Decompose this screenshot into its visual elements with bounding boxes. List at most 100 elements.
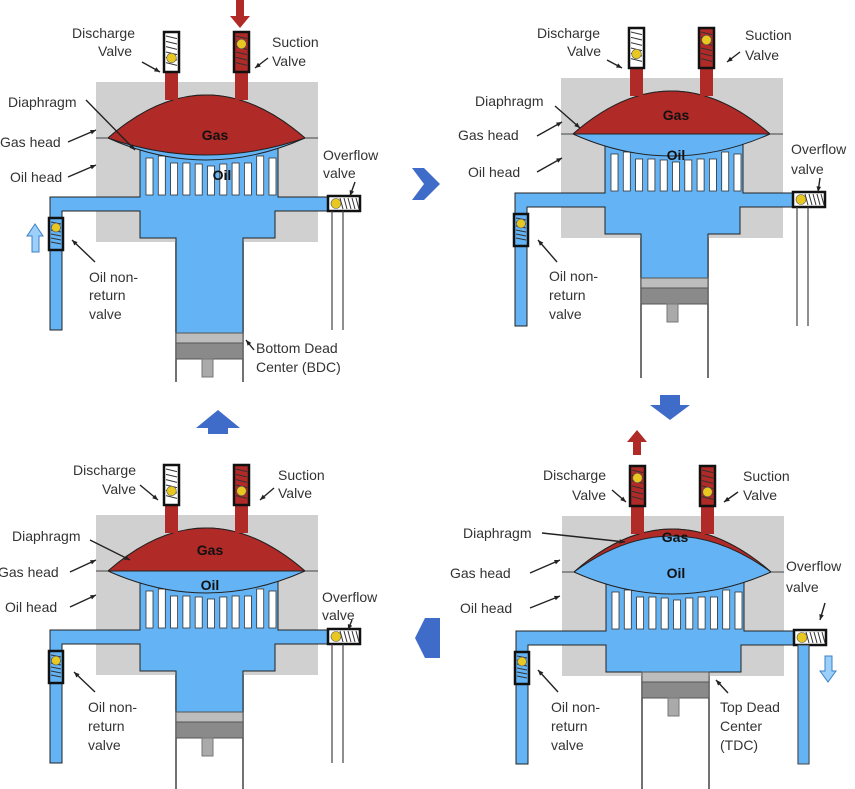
gas-label: Gas <box>202 127 229 143</box>
valve-ball-icon <box>517 656 527 667</box>
oil-non-return-valve-label: valve <box>89 306 122 322</box>
leader-arrowhead <box>260 494 266 500</box>
leader-arrowhead <box>819 614 824 620</box>
oil-plate-slot <box>145 590 154 629</box>
leader-arrowhead <box>574 122 580 128</box>
gas-label: Gas <box>197 542 224 558</box>
leader-arrowhead <box>154 67 160 72</box>
oil-plate-slot <box>647 158 656 192</box>
piston <box>641 681 710 699</box>
discharge-valve-label: Valve <box>98 43 132 59</box>
oil-plate-slot <box>194 596 203 629</box>
piston-ring <box>175 711 244 723</box>
oil-plate-slot <box>660 597 669 630</box>
suction-valve-label: Suction <box>745 27 792 43</box>
overflow-valve <box>791 190 827 209</box>
cycle-arrow-left <box>415 618 440 658</box>
valve-ball-icon <box>702 486 713 498</box>
piston-rod <box>667 697 680 717</box>
piston <box>175 721 244 739</box>
gas-head-label: Gas head <box>450 565 511 581</box>
overflow-valve-label: valve <box>322 607 355 623</box>
oil-plate-slot <box>659 159 668 192</box>
leader-arrowhead <box>90 560 96 565</box>
valve-ball-icon <box>236 38 247 50</box>
oil-head-label: Oil head <box>460 600 512 616</box>
gas-outlet-arrow <box>627 430 647 455</box>
diaphragm-label: Diaphragm <box>8 94 76 110</box>
cycle-arrow-down <box>650 395 690 420</box>
oil-plate-slot <box>170 162 179 196</box>
piston-ring <box>175 332 244 344</box>
oil-plate-slot <box>170 595 179 629</box>
overflow-valve-label: Overflow <box>322 589 378 605</box>
piston-ring <box>641 671 710 683</box>
oil-non-return-valve-label: return <box>88 718 125 734</box>
suction-pipe <box>700 66 713 96</box>
piston-rod <box>201 737 214 757</box>
oil-head-label: Oil head <box>5 599 57 615</box>
leader-arrowhead <box>556 158 562 163</box>
oil-plate-slot <box>256 155 265 196</box>
dead-center-label: Center <box>720 718 762 734</box>
suction-valve-label: Suction <box>743 468 790 484</box>
oil-plate-slot <box>710 596 718 630</box>
leader-arrowhead <box>90 130 96 135</box>
leader-arrowhead <box>538 240 544 246</box>
oil-plate-slot <box>696 158 705 192</box>
suction-valve <box>698 464 717 508</box>
oil-label: Oil <box>213 167 232 183</box>
oil-head-label: Oil head <box>10 169 62 185</box>
piston <box>175 342 244 360</box>
leader-line <box>85 99 136 151</box>
gas-chamber <box>107 94 306 156</box>
gas-head-label: Gas head <box>0 564 59 580</box>
oil-plate-slot <box>243 595 252 629</box>
oil-plate-slot <box>231 162 240 196</box>
suction-valve <box>232 30 251 74</box>
gas-head-label: Gas head <box>458 127 519 143</box>
discharge-valve-label: Discharge <box>72 25 135 41</box>
oil-plate-slot <box>268 590 277 629</box>
overflow-return-pipe <box>797 644 810 765</box>
leader-arrowhead <box>816 186 822 192</box>
oil-plate-slot <box>672 161 680 192</box>
oil-plate-slot <box>636 596 644 630</box>
overflow-valve <box>792 628 828 647</box>
discharge-valve <box>627 26 646 70</box>
diaphragm-label: Diaphragm <box>475 93 543 109</box>
valve-ball-icon <box>701 34 712 46</box>
oil-plate-slot <box>734 591 743 630</box>
valve-ball-icon <box>796 632 808 643</box>
leader-arrowhead <box>727 56 733 62</box>
oil-plate-slot <box>722 589 731 630</box>
cycle-arrow-up <box>196 410 240 434</box>
oil-plate-slot <box>648 596 657 630</box>
leader-arrowhead <box>716 680 722 686</box>
leader-arrowhead <box>724 496 730 502</box>
leader-arrowhead <box>554 560 560 565</box>
discharge-valve <box>162 463 181 507</box>
oil-plate-slot <box>256 588 265 629</box>
oil-non-return-valve-label: valve <box>551 737 584 753</box>
suction-valve-label: Valve <box>743 487 777 503</box>
valve-ball-icon <box>236 485 247 497</box>
oil-plate-slot <box>145 157 154 196</box>
oil-plate-slot <box>733 153 742 192</box>
discharge-valve <box>628 464 647 508</box>
oil-plate-slot <box>231 595 240 629</box>
leader-line <box>554 105 581 129</box>
spring-icon <box>805 631 826 644</box>
leader-arrowhead <box>255 62 261 68</box>
oil-plate-slot <box>182 162 191 196</box>
discharge-valve <box>162 30 181 74</box>
leader-arrowhead <box>349 190 355 196</box>
leader-line <box>89 539 131 561</box>
oil-plate-slot <box>182 595 191 629</box>
piston-rod <box>666 303 679 323</box>
overflow-valve-label: valve <box>791 161 824 177</box>
oil-non-return-valve-label: Oil non- <box>551 699 600 715</box>
